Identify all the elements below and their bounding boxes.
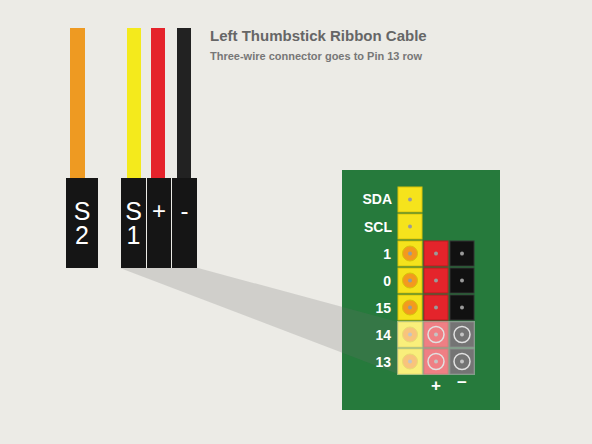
subtitle: Three-wire connector goes to Pin 13 row (210, 50, 422, 62)
pin-dot (408, 225, 412, 229)
pin-number: 14 (375, 327, 391, 343)
pin-socket (424, 268, 448, 293)
signal-pin (403, 246, 418, 261)
black-wire (177, 28, 191, 180)
pin-socket (398, 241, 422, 266)
connector-housing: + (147, 178, 171, 268)
pin-number: 1 (383, 246, 391, 262)
pin-socket (424, 295, 448, 320)
polarity-mark: − (457, 373, 467, 393)
pin-socket (398, 214, 422, 239)
pin-number: 0 (383, 273, 391, 289)
pin-header (398, 187, 474, 374)
connector-housing: - (172, 178, 197, 268)
pin-name: SDA (362, 191, 392, 207)
pin-dot (408, 279, 412, 283)
connector-housing: S 2 (66, 178, 98, 268)
housing-label: + (151, 200, 168, 223)
pin-socket (450, 268, 474, 293)
housing-label: S 2 (73, 200, 91, 248)
projection (120, 268, 398, 374)
pin-dot (408, 306, 412, 310)
pin-name: SCL (364, 219, 392, 235)
signal-pin (403, 273, 418, 288)
pin-dot (434, 252, 438, 256)
pin-number: 13 (375, 354, 391, 370)
pin-dot (460, 279, 464, 283)
pin-socket (424, 241, 448, 266)
pin-dot (408, 252, 412, 256)
pin-socket (398, 268, 422, 293)
yellow-wire (127, 28, 141, 180)
pin-socket (450, 241, 474, 266)
pin-dot (434, 306, 438, 310)
circuit-board (342, 170, 500, 410)
pin-dot (460, 252, 464, 256)
red-wire (151, 28, 165, 180)
pin-dot (408, 198, 412, 202)
connector-housing: S 1 (121, 178, 146, 268)
polarity-mark: + (431, 376, 441, 396)
pin-socket (450, 295, 474, 320)
title: Left Thumbstick Ribbon Cable (210, 27, 427, 44)
pin-socket (398, 187, 422, 212)
signal-pin (403, 300, 418, 315)
pin-dot (460, 306, 464, 310)
housing-label: - (176, 200, 193, 223)
pin-dot (434, 279, 438, 283)
faded-rows (397, 321, 475, 375)
housing-label: S 1 (125, 200, 143, 248)
pin-number: 15 (375, 300, 391, 316)
orange-wire (70, 28, 85, 180)
pin-socket (398, 295, 422, 320)
